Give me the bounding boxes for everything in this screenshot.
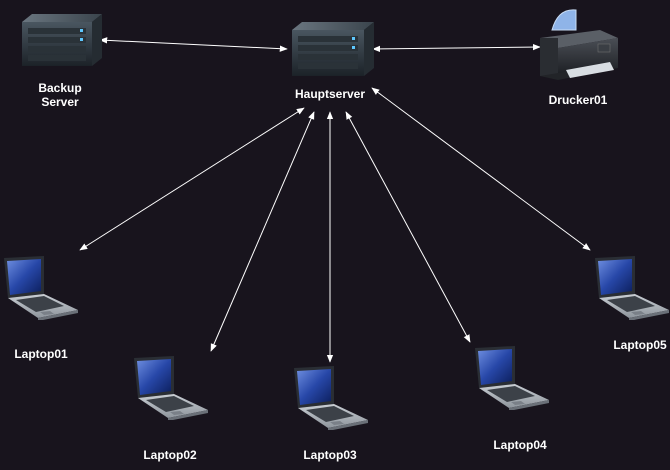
node-backup-server[interactable]: Backup Server	[22, 14, 102, 109]
backup-label-line2: Server	[41, 95, 79, 109]
edge-hauptserver-drucker	[372, 43, 541, 53]
edge-hauptserver-laptop05	[371, 87, 591, 251]
laptop03-label: Laptop03	[303, 448, 357, 462]
drucker01-label: Drucker01	[549, 93, 608, 107]
laptop-icon	[595, 256, 669, 320]
node-hauptserver[interactable]: Hauptserver	[292, 22, 374, 101]
node-drucker01[interactable]: Drucker01	[540, 9, 618, 107]
node-laptop03[interactable]: Laptop03	[294, 366, 368, 462]
laptop-icon	[134, 356, 208, 420]
node-laptop05[interactable]: Laptop05	[595, 256, 669, 352]
backup-label-line1: Backup	[38, 81, 81, 95]
hauptserver-label: Hauptserver	[295, 87, 365, 101]
edge-hauptserver-laptop02	[210, 111, 315, 352]
laptop04-label: Laptop04	[493, 438, 547, 452]
edges	[79, 37, 591, 363]
laptop-icon	[475, 346, 549, 410]
laptop05-label: Laptop05	[613, 338, 667, 352]
laptop01-label: Laptop01	[14, 347, 68, 361]
server-icon	[292, 22, 374, 76]
node-laptop01[interactable]: Laptop01	[4, 256, 78, 361]
edge-hauptserver-laptop01	[79, 107, 305, 251]
node-laptop02[interactable]: Laptop02	[134, 356, 208, 462]
laptop02-label: Laptop02	[143, 448, 197, 462]
node-laptop04[interactable]: Laptop04	[475, 346, 549, 452]
edge-backup-hauptserver	[99, 37, 288, 52]
laptop-icon	[294, 366, 368, 430]
printer-icon	[540, 9, 618, 80]
server-icon	[22, 14, 102, 66]
laptop-icon	[4, 256, 78, 320]
